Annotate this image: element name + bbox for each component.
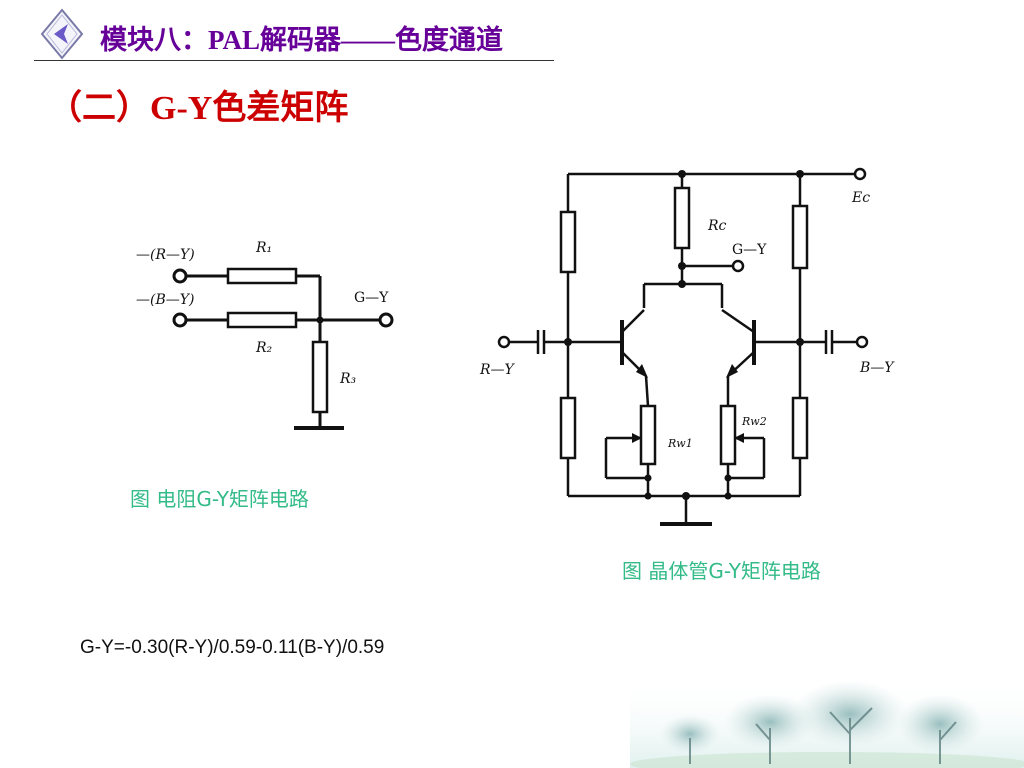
input2-label: —(B—Y) [136,292,194,308]
input1-label: —(R—Y) [136,247,195,263]
resistor-r3 [311,340,329,414]
rc-label: Rc [707,218,727,234]
r1-label: R₁ [255,240,272,256]
resistor-matrix-diagram: —(R—Y) —(B—Y) R₁ R₂ R₃ G—Y [136,240,394,430]
gy-formula: G-Y=-0.30(R-Y)/0.59-0.11(B-Y)/0.59 [80,637,385,658]
emitter-arrow-left [636,364,648,378]
resistor-r2 [226,311,298,329]
header-suffix: 解码器——色度通道 [260,25,503,55]
input-left-label: R—Y [479,362,516,378]
header-title: 模块八：PAL解码器——色度通道 [100,18,503,57]
r3-label: R₃ [339,371,357,387]
input-left-terminal [497,335,511,349]
resistor-right-bottom [791,396,809,460]
input-terminal-1 [172,268,188,284]
resistor-r1 [226,267,298,285]
potentiometer-rw1 [639,404,657,466]
rw1-label: Rw1 [667,437,693,450]
output-label: G—Y [354,290,389,306]
wiper-arrow-left [632,433,642,443]
back-nav-icon[interactable] [40,8,84,60]
junction-node [316,316,324,324]
resistor-circuit-caption: 图 电阻G-Y矩阵电路 [130,487,309,511]
resistor-rc [673,186,691,250]
output-label: G—Y [732,242,767,258]
wiper-arrow-right [734,433,744,443]
output-terminal [378,312,394,328]
header-divider [34,60,554,61]
output-terminal [731,259,745,273]
input-right-terminal [855,335,869,349]
rw2-label: Rw2 [741,415,767,428]
section-title: （二）G-Y色差矩阵 [48,90,349,127]
resistor-right-top [791,204,809,270]
potentiometer-rw2 [719,404,737,466]
supply-label: Ec [851,190,870,206]
emitter-arrow-right [726,364,738,378]
input-right-label: B—Y [859,360,895,376]
resistor-left-bottom [559,396,577,460]
tree-landscape-decoration [630,678,1024,768]
transistor-circuit-caption: 图 晶体管G-Y矩阵电路 [622,559,821,583]
r2-label: R₂ [255,340,273,356]
resistor-left-top [559,210,577,274]
header-latin: PAL [208,25,260,55]
header-prefix: 模块八： [100,25,208,55]
input-terminal-2 [172,312,188,328]
supply-terminal [853,167,867,181]
transistor-matrix-diagram: Ec Rc G—Y R—Y B—Y Rw1 Rw2 [479,167,895,526]
